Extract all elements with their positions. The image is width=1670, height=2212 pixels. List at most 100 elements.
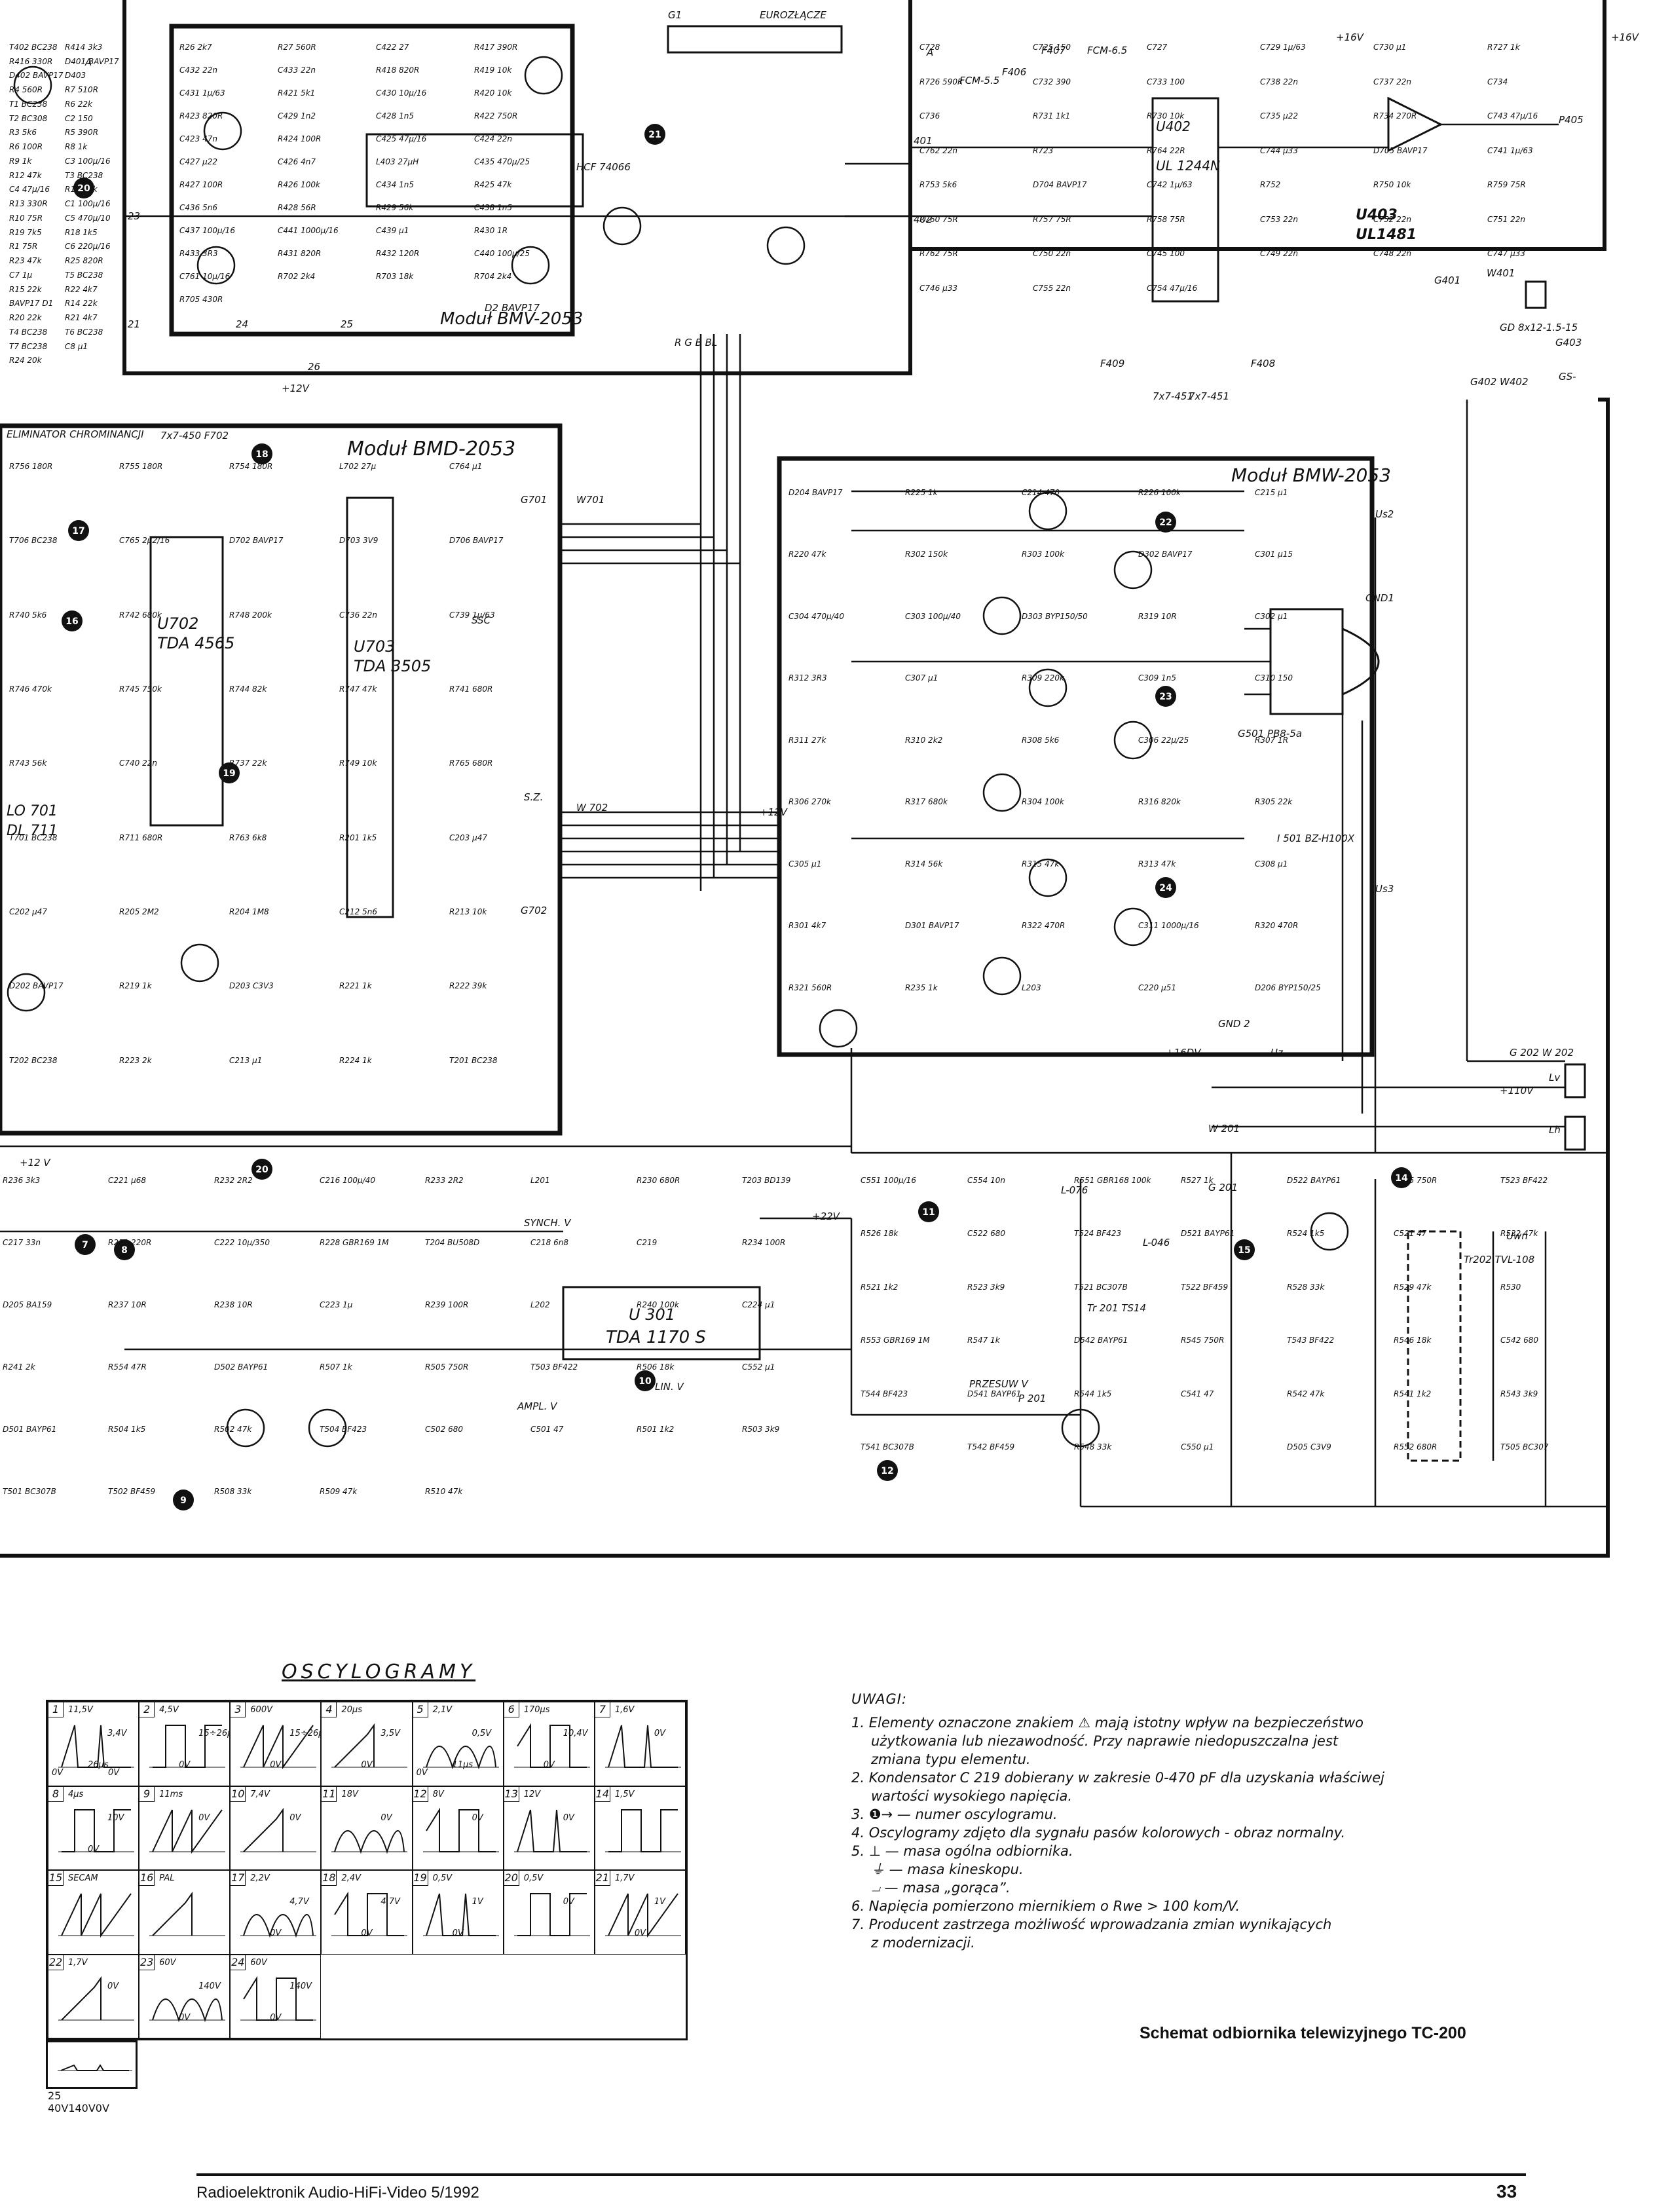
component-label: R428 56R bbox=[278, 203, 316, 212]
schematic-label-sz: S.Z. bbox=[524, 791, 543, 803]
component-label: R431 820R bbox=[278, 249, 321, 258]
component-label: C301 µ15 bbox=[1255, 550, 1293, 559]
schematic-label-g401: G401 bbox=[1434, 274, 1460, 286]
oscillogram-number: 12 bbox=[413, 1786, 428, 1802]
component-label: R301 4k7 bbox=[789, 921, 826, 930]
component-label: T544 BF423 bbox=[861, 1389, 908, 1398]
ic-lo701-name: LO 701 bbox=[7, 803, 58, 819]
oscillogram-label: 140V bbox=[289, 1981, 312, 1991]
note-line: 7. Producent zastrzega możliwość wprowad… bbox=[851, 1917, 1332, 1932]
component-label: C764 µ1 bbox=[449, 462, 482, 471]
oscillogram-label: 0V bbox=[361, 1928, 373, 1938]
component-label: R750 10k bbox=[1373, 180, 1411, 189]
component-label: R22 4k7 bbox=[65, 285, 98, 294]
waveform-trace bbox=[422, 1807, 499, 1852]
schematic-label-plus16v-top: +16V bbox=[1336, 31, 1365, 43]
component-label: C218 6n8 bbox=[530, 1238, 568, 1247]
component-label: C542 680 bbox=[1500, 1336, 1538, 1345]
component-label: C203 µ47 bbox=[449, 833, 487, 842]
component-label: D202 BAVP17 bbox=[9, 981, 64, 990]
oscillogram-label: 2,2V bbox=[250, 1873, 270, 1883]
component-label: R420 10k bbox=[474, 88, 512, 98]
component-label: C522 680 bbox=[967, 1229, 1005, 1238]
schematic-label-f409: F409 bbox=[1100, 358, 1124, 369]
schematic-label-linv: LIN. V bbox=[655, 1381, 685, 1393]
oscillogram-label: 0V bbox=[563, 1897, 574, 1907]
component-label: R430 1R bbox=[474, 226, 508, 235]
schematic-label-plus16v: +16V bbox=[1611, 31, 1640, 43]
component-label: C742 1µ/63 bbox=[1147, 180, 1193, 189]
component-label: C737 22n bbox=[1373, 77, 1411, 86]
schematic-label-g402: G402 W402 bbox=[1470, 376, 1528, 388]
ic-u301-name: U 301 bbox=[629, 1305, 675, 1324]
waveform-trace bbox=[149, 1998, 226, 2022]
note-line: ⏚ — masa kineskopu. bbox=[871, 1862, 1024, 1877]
component-label: C2 150 bbox=[65, 114, 93, 123]
component-label: R744 82k bbox=[229, 684, 267, 694]
component-label: D203 C3V3 bbox=[229, 981, 274, 990]
oscillogram-number: 24 bbox=[231, 1955, 246, 1970]
schematic-label-us2: Us2 bbox=[1375, 508, 1394, 520]
ic-u703 bbox=[346, 497, 394, 918]
component-label: C216 100µ/40 bbox=[320, 1176, 375, 1185]
oscillogram-marker: 12 bbox=[881, 1466, 893, 1476]
component-label: L202 bbox=[530, 1300, 550, 1309]
component-label: R734 270R bbox=[1373, 111, 1417, 121]
component-label: C311 1000µ/16 bbox=[1138, 921, 1199, 930]
component-label: C433 22n bbox=[278, 66, 316, 75]
component-label: C309 1n5 bbox=[1138, 673, 1176, 683]
component-label: R501 1k2 bbox=[637, 1425, 674, 1434]
component-label: C223 1µ bbox=[320, 1300, 353, 1309]
oscillogram-label: 2,1V bbox=[432, 1705, 453, 1715]
oscillogram-marker: 8 bbox=[121, 1245, 128, 1256]
component-label: C435 470µ/25 bbox=[474, 157, 530, 166]
oscillogram-number: 15 bbox=[48, 1871, 64, 1886]
schematic-label-g202: G 202 W 202 bbox=[1510, 1047, 1574, 1059]
schematic-label-g201: G 201 bbox=[1208, 1182, 1238, 1193]
component-label: R551 GBR168 100k bbox=[1074, 1176, 1152, 1185]
oscillogram-number: 10 bbox=[231, 1786, 246, 1802]
schematic-label-pl12: +12V bbox=[760, 806, 789, 818]
component-label: C746 µ33 bbox=[919, 284, 957, 293]
oscillogram-marker: 21 bbox=[648, 130, 661, 140]
component-label: D206 BYP150/25 bbox=[1255, 983, 1321, 992]
oscillogram-label: 0V bbox=[198, 1812, 210, 1823]
component-label: C762 22n bbox=[919, 146, 957, 155]
component-label: C305 µ1 bbox=[789, 859, 821, 869]
oscillogram-marker: 18 bbox=[255, 449, 268, 460]
waveform-trace bbox=[604, 1893, 681, 1938]
schematic-label-plus12v-a: +12V bbox=[282, 383, 310, 394]
component-label: R11 47k bbox=[65, 185, 98, 194]
oscillogram-label: 8V bbox=[432, 1789, 444, 1799]
component-label: R15 22k bbox=[9, 285, 43, 294]
component-label: C5 470µ/10 bbox=[65, 214, 111, 223]
note-line: 2. Kondensator C 219 dobierany w zakresi… bbox=[851, 1770, 1384, 1786]
component-label: T6 BC238 bbox=[65, 328, 103, 337]
schematic-label-w401: W401 bbox=[1487, 267, 1515, 279]
waveform-trace bbox=[604, 1809, 681, 1852]
component-label: C755 22n bbox=[1033, 284, 1071, 293]
component-label: R526 18k bbox=[861, 1229, 899, 1238]
component-label: T402 BC238 bbox=[9, 43, 58, 52]
component-label: R758 75R bbox=[1147, 215, 1185, 224]
oscillogram-label: 15÷26µs bbox=[198, 1729, 229, 1738]
component-label: R302 150k bbox=[905, 550, 948, 559]
component-label: D703 3V9 bbox=[339, 536, 378, 545]
oscillogram-label: 60V bbox=[159, 1957, 176, 1968]
ic-u702-part: TDA 4565 bbox=[157, 634, 234, 652]
waveform-trace bbox=[58, 1976, 134, 2021]
component-label: R755 180R bbox=[119, 462, 162, 471]
component-label: R543 3k9 bbox=[1500, 1389, 1538, 1398]
waveform-trace bbox=[58, 2064, 132, 2071]
component-label: D705 BAVP17 bbox=[1373, 146, 1428, 155]
note-line: 5. ⊥ — masa ogólna odbiornika. bbox=[851, 1843, 1073, 1859]
ic-u403-name: U403 bbox=[1356, 207, 1398, 223]
component-label: C441 1000µ/16 bbox=[278, 226, 339, 235]
connector-label: EUROZŁĄCZE bbox=[760, 9, 826, 21]
oscillogram-label: 1V bbox=[654, 1897, 666, 1907]
component-label: C428 1n5 bbox=[376, 111, 414, 121]
